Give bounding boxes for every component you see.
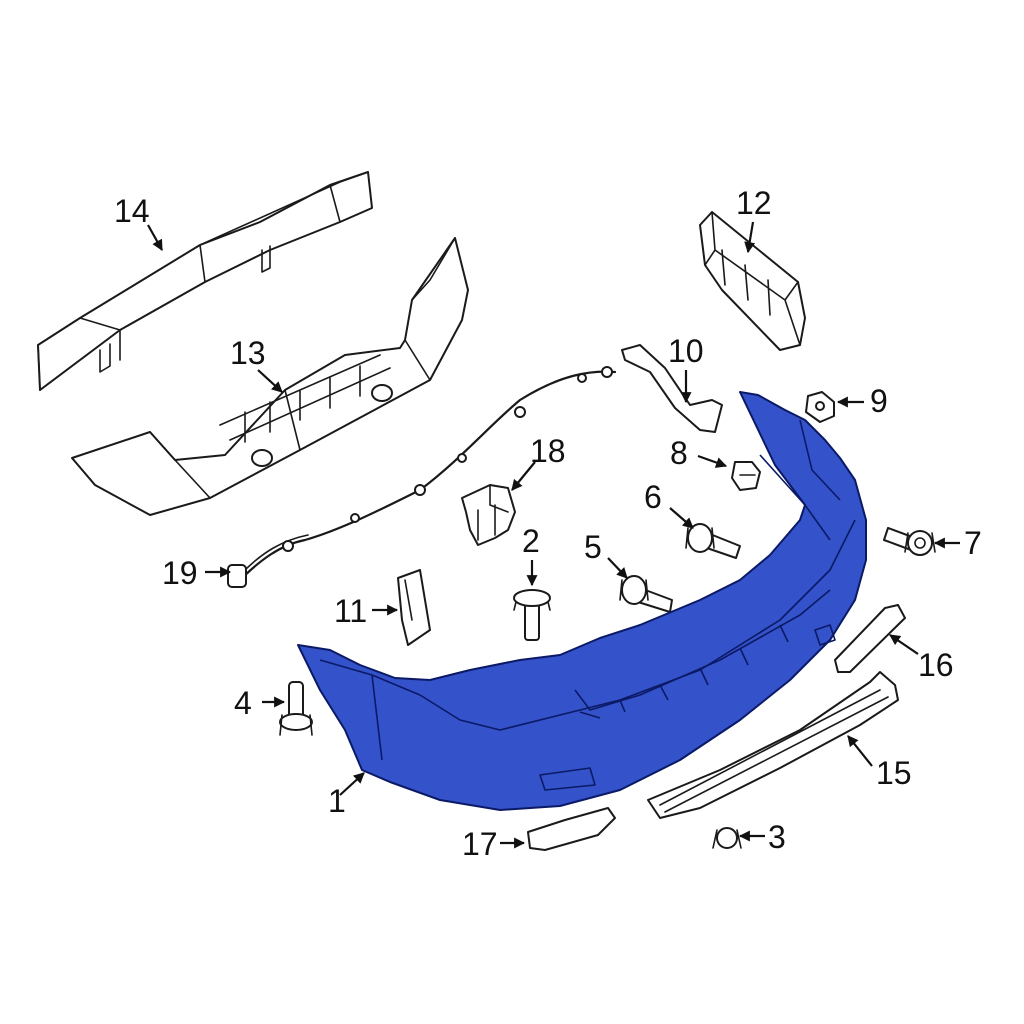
part-11-bracket[interactable] — [397, 569, 431, 646]
part-9-nut[interactable] — [805, 391, 835, 423]
part-1-bumper-cover[interactable] — [297, 391, 867, 811]
callout-2: 2 — [522, 523, 540, 559]
callout-11: 11 — [334, 593, 367, 629]
callout-8: 8 — [670, 435, 688, 471]
callout-18: 18 — [530, 433, 566, 469]
part-13-energy-absorber[interactable] — [71, 237, 469, 516]
leader-15 — [847, 735, 873, 767]
callout-7: 7 — [964, 525, 982, 561]
leader-5 — [607, 557, 628, 579]
part-3-clip[interactable] — [712, 827, 742, 849]
part-2-screw[interactable] — [513, 589, 551, 641]
part-10-bracket[interactable] — [621, 344, 723, 433]
bumper-cover-body[interactable] — [297, 391, 867, 811]
leader-18 — [511, 461, 536, 491]
callout-17: 17 — [462, 826, 498, 862]
part-8-bolt[interactable] — [731, 461, 761, 491]
callout-10: 10 — [668, 333, 704, 369]
leader-16 — [889, 634, 919, 655]
leader-12 — [744, 221, 756, 254]
callout-4: 4 — [234, 685, 252, 721]
callout-9: 9 — [870, 383, 888, 419]
leader-lines — [147, 221, 960, 849]
leader-14 — [147, 224, 163, 251]
callout-6: 6 — [644, 479, 662, 515]
leader-6 — [669, 507, 694, 529]
leader-8 — [697, 454, 728, 468]
leader-13 — [257, 369, 283, 393]
part-17-reflector[interactable] — [527, 807, 616, 851]
part-4-pin[interactable] — [279, 681, 313, 736]
part-15-step-pad[interactable] — [647, 671, 899, 819]
part-16-trim-strip[interactable] — [834, 604, 906, 673]
part-18-sensor-holder[interactable] — [461, 484, 516, 546]
part-7-bolt[interactable] — [883, 527, 936, 556]
leader-1 — [339, 772, 365, 796]
callout-19: 19 — [162, 555, 198, 591]
callout-12: 12 — [736, 185, 772, 221]
callout-labels: 1 2 3 4 5 6 7 8 9 10 11 12 13 14 15 16 1… — [114, 185, 982, 862]
callout-14: 14 — [114, 193, 150, 229]
part-6-bolt[interactable] — [685, 523, 741, 559]
part-12-side-bracket[interactable] — [699, 211, 806, 351]
callout-16: 16 — [918, 647, 954, 683]
callout-5: 5 — [584, 529, 602, 565]
part-5-bolt[interactable] — [619, 575, 673, 613]
callout-1: 1 — [328, 783, 346, 819]
part-19-wiring-harness[interactable] — [227, 366, 617, 588]
callout-13: 13 — [230, 335, 266, 371]
callout-15: 15 — [876, 755, 912, 791]
callout-3: 3 — [768, 819, 786, 855]
part-14-reinforcement-bar[interactable] — [37, 171, 373, 391]
